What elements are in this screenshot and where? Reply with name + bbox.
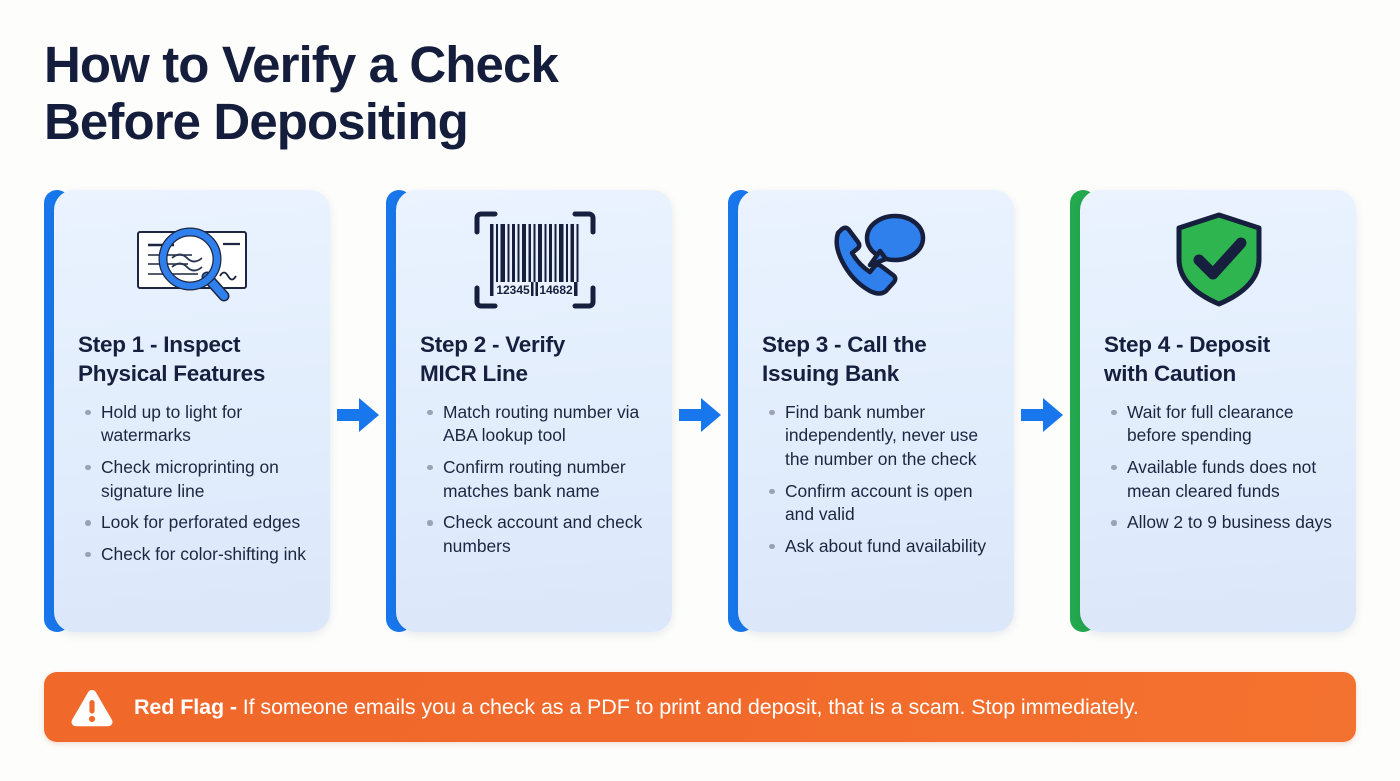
list-item: Check for color-shifting ink xyxy=(80,543,310,567)
list-item: Wait for full clearance before spending xyxy=(1106,401,1336,448)
step-card-1-body: Step 1 - Inspect Physical Features Hold … xyxy=(54,190,330,632)
barcode-digits-left: 12345 xyxy=(496,283,530,297)
list-item: Match routing number via ABA lookup tool xyxy=(422,401,652,448)
list-item: Hold up to light for watermarks xyxy=(80,401,310,448)
phone-call-icon xyxy=(760,208,994,312)
list-item: Look for perforated edges xyxy=(80,511,310,535)
list-item: Check account and check numbers xyxy=(422,511,652,558)
list-item: Ask about fund availability xyxy=(764,535,994,559)
list-item: Allow 2 to 9 business days xyxy=(1106,511,1336,535)
shield-check-icon xyxy=(1102,208,1336,312)
step-card-2-title: Step 2 - Verify MICR Line xyxy=(420,332,566,387)
step-card-3-title: Step 3 - Call the Issuing Bank xyxy=(762,332,927,387)
steps-row: Step 1 - Inspect Physical Features Hold … xyxy=(44,190,1356,632)
page-title: How to Verify a Check Before Depositing xyxy=(44,36,559,151)
step-card-3-bullets: Find bank number independently, never us… xyxy=(760,401,994,567)
barcode-scan-icon: 12345 14682 xyxy=(418,208,652,312)
red-flag-message: If someone emails you a check as a PDF t… xyxy=(236,694,1139,719)
list-item: Available funds does not mean cleared fu… xyxy=(1106,456,1336,503)
step-card-1: Step 1 - Inspect Physical Features Hold … xyxy=(44,190,330,632)
red-flag-text: Red Flag - If someone emails you a check… xyxy=(134,695,1139,720)
step-card-4-body: Step 4 - Deposit with Caution Wait for f… xyxy=(1080,190,1356,632)
step-card-3-body: Step 3 - Call the Issuing Bank Find bank… xyxy=(738,190,1014,632)
list-item: Confirm routing number matches bank name xyxy=(422,456,652,503)
arrow-right-icon-2 xyxy=(672,190,728,632)
step-card-3: Step 3 - Call the Issuing Bank Find bank… xyxy=(728,190,1014,632)
step-card-1-bullets: Hold up to light for watermarks Check mi… xyxy=(76,401,310,575)
red-flag-banner: Red Flag - If someone emails you a check… xyxy=(44,672,1356,742)
barcode-digits-right: 14682 xyxy=(539,283,573,297)
arrow-right-icon-3 xyxy=(1014,190,1070,632)
list-item: Check microprinting on signature line xyxy=(80,456,310,503)
list-item: Confirm account is open and valid xyxy=(764,480,994,527)
step-card-2: 12345 14682 Step 2 - Verify MICR Line Ma… xyxy=(386,190,672,632)
step-card-4-bullets: Wait for full clearance before spending … xyxy=(1102,401,1336,543)
list-item: Find bank number independently, never us… xyxy=(764,401,994,472)
red-flag-lead: Red Flag - xyxy=(134,694,237,719)
step-card-4-title: Step 4 - Deposit with Caution xyxy=(1104,332,1271,387)
warning-triangle-icon xyxy=(70,687,114,727)
step-card-2-body: 12345 14682 Step 2 - Verify MICR Line Ma… xyxy=(396,190,672,632)
step-card-4: Step 4 - Deposit with Caution Wait for f… xyxy=(1070,190,1356,632)
step-card-2-bullets: Match routing number via ABA lookup tool… xyxy=(418,401,652,567)
step-card-1-title: Step 1 - Inspect Physical Features xyxy=(78,332,266,387)
check-magnifier-icon xyxy=(76,208,310,312)
arrow-right-icon-1 xyxy=(330,190,386,632)
